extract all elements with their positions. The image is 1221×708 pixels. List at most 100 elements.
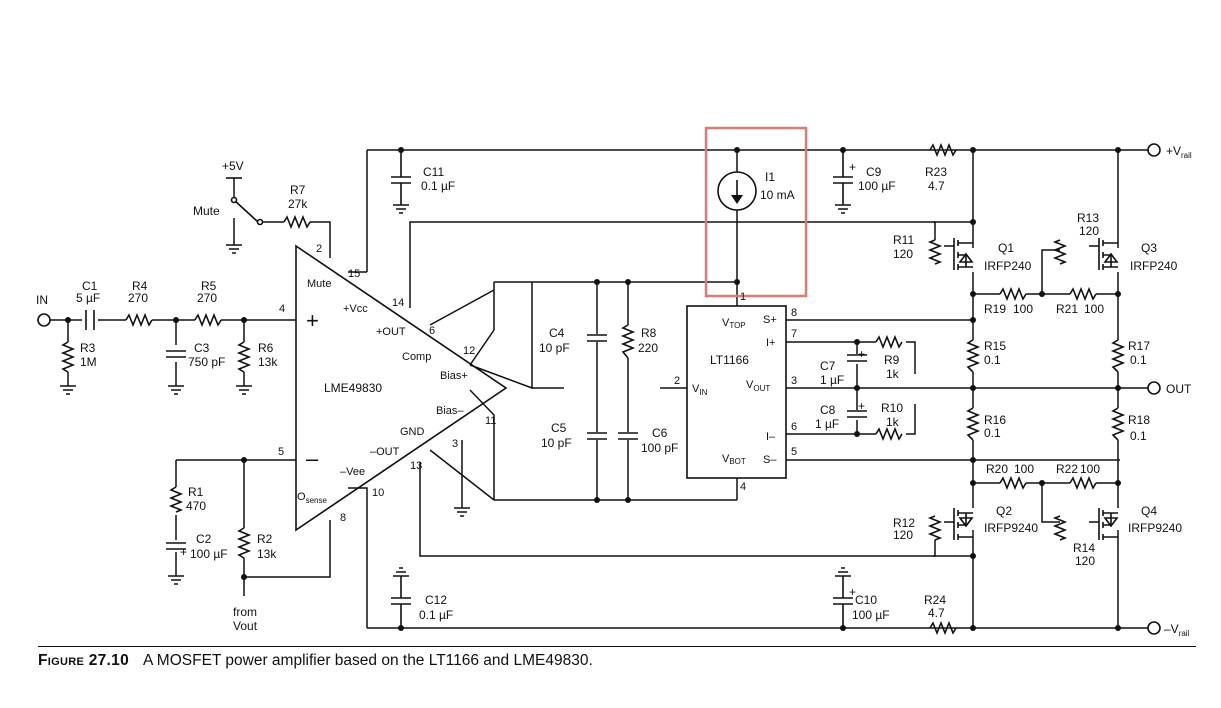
val-r6: 13k bbox=[258, 355, 278, 369]
pin-label-out-minus: –OUT bbox=[370, 446, 400, 458]
ref-r15: R15 bbox=[984, 339, 1006, 353]
val-r22: 100 bbox=[1080, 462, 1100, 476]
output-terminal bbox=[1147, 381, 1161, 395]
pin-label-osense: Osense bbox=[297, 491, 327, 505]
cap-polarity: + bbox=[849, 160, 856, 174]
mute-switch bbox=[233, 199, 259, 223]
net-label-in: IN bbox=[36, 293, 48, 307]
pin-number: 14 bbox=[392, 297, 404, 309]
ref-c11: C11 bbox=[423, 165, 444, 179]
pin-number: 12 bbox=[463, 345, 475, 357]
resistor-r12 bbox=[927, 515, 943, 541]
ref-c2: C2 bbox=[196, 532, 212, 546]
junction-dot bbox=[625, 279, 631, 285]
val-r21: 100 bbox=[1084, 302, 1104, 316]
resistor-r1 bbox=[168, 486, 184, 513]
junction-dot bbox=[594, 279, 600, 285]
ground-icon bbox=[393, 204, 409, 214]
pin-label-vee: –Vee bbox=[340, 466, 365, 478]
val-c5: 10 pF bbox=[541, 436, 572, 450]
ref-r24: R24 bbox=[924, 593, 946, 607]
mosfet-q1 bbox=[944, 238, 974, 270]
capacitor-c10 bbox=[833, 576, 853, 628]
resistor-r14 bbox=[1052, 515, 1068, 541]
resistor-r7 bbox=[283, 214, 311, 230]
junctions bbox=[65, 147, 1121, 631]
val-r13: 120 bbox=[1079, 224, 1099, 238]
ref-r17: R17 bbox=[1128, 339, 1150, 353]
ref-r18: R18 bbox=[1128, 413, 1150, 427]
lme49830-amplifier bbox=[295, 244, 508, 532]
capacitor-c12 bbox=[391, 576, 411, 628]
val-r20: 100 bbox=[1014, 462, 1034, 476]
junction-dot bbox=[970, 553, 976, 559]
lt1166-ic bbox=[686, 305, 787, 479]
pin-label-splus: S+ bbox=[763, 314, 777, 326]
ref-r5: R5 bbox=[201, 279, 217, 293]
ref-r11: R11 bbox=[893, 233, 914, 247]
ref-r3: R3 bbox=[80, 341, 96, 355]
pin-number: 5 bbox=[278, 446, 284, 458]
resistor-r22 bbox=[1069, 475, 1097, 491]
current-source-icon bbox=[717, 171, 757, 211]
ref-r12: R12 bbox=[893, 516, 915, 530]
net-label-plus5v: +5V bbox=[222, 159, 244, 173]
capacitor-c6 bbox=[618, 432, 638, 440]
mosfet-q2 bbox=[944, 508, 974, 540]
pin-number: 10 bbox=[372, 487, 384, 499]
ground-icon bbox=[236, 385, 252, 395]
val-r4: 270 bbox=[128, 291, 148, 305]
junction-dot bbox=[1115, 291, 1121, 297]
val-c7: 1 µF bbox=[820, 373, 844, 387]
capacitors bbox=[85, 150, 867, 628]
pin-label-mute: Mute bbox=[307, 278, 331, 290]
ref-r20: R20 bbox=[986, 462, 1008, 476]
junction-dot bbox=[734, 147, 740, 153]
net-label-mute: Mute bbox=[193, 204, 220, 218]
val-i1: 10 mA bbox=[760, 188, 795, 202]
cap-polarity: + bbox=[858, 347, 865, 361]
resistor-r5 bbox=[194, 312, 222, 328]
ref-r6: R6 bbox=[258, 341, 274, 355]
ground-icon bbox=[168, 385, 184, 395]
junction-dot bbox=[970, 317, 976, 323]
junction-dot bbox=[970, 625, 976, 631]
val-r14: 120 bbox=[1075, 554, 1095, 568]
net-label-vout: Vout bbox=[233, 619, 258, 633]
pin-number: 6 bbox=[429, 325, 435, 337]
pin-label-comp: Comp bbox=[402, 351, 431, 363]
minus-input-icon: – bbox=[306, 446, 319, 471]
ref-q3: Q3 bbox=[1141, 241, 1157, 255]
ref-r16: R16 bbox=[984, 413, 1006, 427]
val-r7: 27k bbox=[288, 197, 308, 211]
pin-number: 2 bbox=[316, 243, 322, 255]
vrail-pos-terminal bbox=[1147, 143, 1161, 157]
val-r1: 470 bbox=[186, 499, 206, 513]
current-arrowhead-icon bbox=[731, 195, 743, 204]
resistor-r16 bbox=[965, 407, 981, 441]
ref-c3: C3 bbox=[194, 341, 210, 355]
val-r16: 0.1 bbox=[984, 426, 1001, 440]
pin-label-vbot: VBOT bbox=[722, 453, 746, 466]
pin-number: 5 bbox=[791, 446, 797, 458]
resistor-r21 bbox=[1069, 286, 1097, 302]
ref-r9: R9 bbox=[884, 353, 900, 367]
junction-dot bbox=[970, 480, 976, 486]
junction-dot bbox=[1115, 625, 1121, 631]
ref-q1: Q1 bbox=[998, 241, 1014, 255]
ref-r8: R8 bbox=[641, 326, 657, 340]
pin-number: 2 bbox=[674, 375, 680, 387]
resistor-r15 bbox=[965, 339, 981, 373]
pin-number: 6 bbox=[791, 421, 797, 433]
pin-label-vtop: VTOP bbox=[722, 317, 746, 330]
junction-dot bbox=[970, 291, 976, 297]
pin-number: 4 bbox=[740, 481, 746, 493]
junction-dot bbox=[65, 317, 71, 323]
ref-c6: C6 bbox=[652, 426, 668, 440]
junction-dot bbox=[734, 279, 740, 285]
junction-dot bbox=[1115, 480, 1121, 486]
junction-dot bbox=[970, 385, 976, 391]
resistor-r8 bbox=[620, 324, 636, 359]
pin-label-vcc: +Vcc bbox=[343, 303, 368, 315]
